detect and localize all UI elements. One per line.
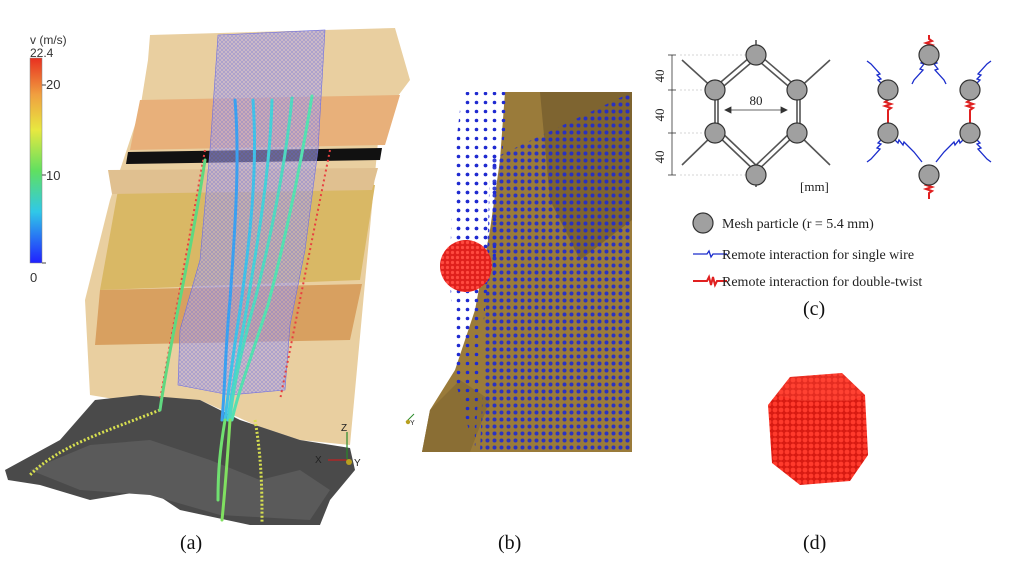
legend-text: Remote interaction for double-twist xyxy=(722,275,922,290)
colorbar-tick: 0 xyxy=(30,270,37,285)
caption-d: (d) xyxy=(803,532,827,554)
axis-y-label: Y xyxy=(354,458,361,469)
boulder-particle-assembly xyxy=(768,373,868,485)
panel-b: Y xyxy=(400,80,640,460)
caption-b: (b) xyxy=(498,532,522,554)
unit-label: [mm] xyxy=(800,179,829,194)
colorbar-tick: 20 xyxy=(46,77,60,92)
dimension-label: 40 xyxy=(652,109,667,122)
boulder-render xyxy=(768,373,868,485)
panel-c: 40 40 40 80 [mm] xyxy=(640,25,1020,325)
diagram-legend: Mesh particle (r = 5.4 mm) Remote intera… xyxy=(692,212,922,290)
axes-triad-b: Y xyxy=(405,413,415,427)
dimension-label: 80 xyxy=(750,93,763,108)
panel-d xyxy=(760,365,880,490)
colorbar-title: v (m/s) xyxy=(30,33,67,47)
slope-simulation-render: v (m/s) 22.4 20 10 0 Z X Y xyxy=(5,28,410,525)
legend-text: Remote interaction for single wire xyxy=(722,248,914,263)
axis-x-label: X xyxy=(315,455,322,466)
dimension-label: 40 xyxy=(652,151,667,164)
axes-triad-a: Z X Y xyxy=(315,423,361,469)
mesh-geometry-diagram: 40 40 40 80 [mm] xyxy=(652,35,992,290)
caption-a: (a) xyxy=(180,532,203,554)
boulder-particles xyxy=(440,240,492,292)
caption-c: (c) xyxy=(803,298,826,320)
mesh-particles-network xyxy=(877,44,981,186)
dimension-lines xyxy=(668,54,788,176)
mesh-particles-geometry xyxy=(704,44,808,186)
velocity-colorbar: v (m/s) 22.4 20 10 0 xyxy=(29,33,67,285)
colorbar-tick: 10 xyxy=(46,168,60,183)
double-twist-legend-icon xyxy=(693,274,727,288)
dimension-label: 40 xyxy=(652,70,667,83)
rock-trajectories xyxy=(158,94,314,522)
axis-y-label: Y xyxy=(410,420,415,427)
panel-a: v (m/s) 22.4 20 10 0 Z X Y xyxy=(0,0,420,530)
colorbar-max-label: 22.4 xyxy=(30,46,54,60)
axis-z-label: Z xyxy=(341,423,347,434)
impact-detail-render: Y xyxy=(405,92,632,452)
legend-text: Mesh particle (r = 5.4 mm) xyxy=(722,217,874,232)
single-wire-legend-icon xyxy=(693,249,727,259)
particle-legend-icon xyxy=(692,212,714,234)
